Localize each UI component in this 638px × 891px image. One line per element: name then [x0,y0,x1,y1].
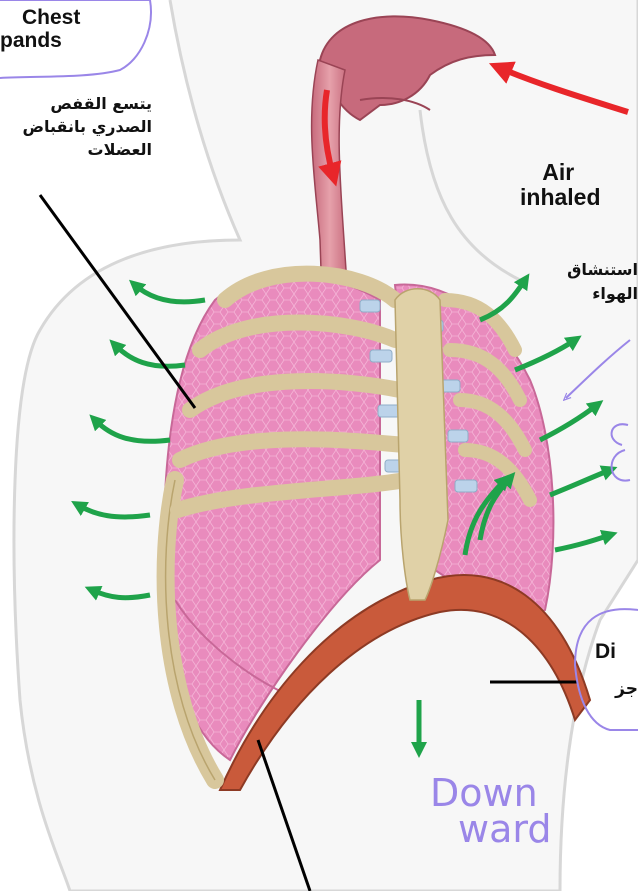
sternum [395,289,448,600]
chest-label-ar: يتسع القفص الصدري بانقباض العضلات [2,92,152,162]
downward-line1: Down [430,775,551,811]
chest-label-en-line2: pands [0,29,80,52]
air-inhaled-label: Air inhaled [520,160,601,211]
air-inhaled-ar-line2: الهواء [540,282,638,306]
air-inhaled-line1: Air [516,160,601,185]
chest-label-ar-line3: العضلات [2,138,152,161]
downward-annotation: Down ward [430,775,551,847]
chest-label-ar-line2: الصدري بانقباض [2,115,152,138]
downward-line2: ward [458,811,551,847]
diaphragm-label-ar: جز [600,680,638,699]
air-inhaled-ar-line1: استنشاق [540,258,638,282]
chest-label-en-line1: Chest [22,6,80,29]
air-inhaled-line2: inhaled [520,185,601,210]
diaphragm-label-en: Di [595,640,616,663]
air-inhaled-label-ar: استنشاق الهواء [540,258,638,306]
chest-label-en: Chest pands [0,6,80,52]
chest-label-ar-line1: يتسع القفص [2,92,152,115]
